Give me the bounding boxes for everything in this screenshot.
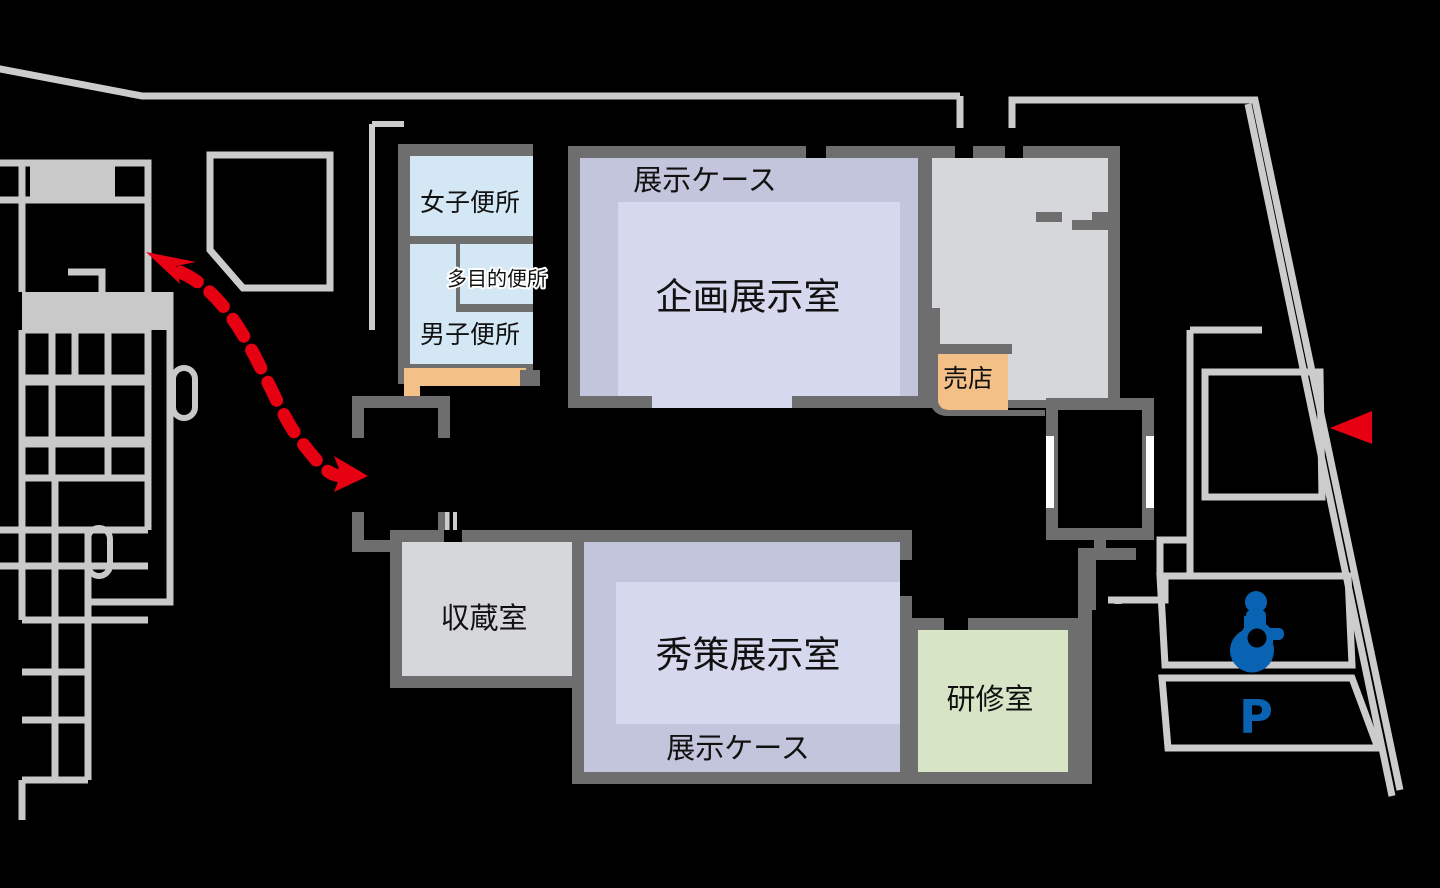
parking-letter: P [1239, 690, 1273, 744]
entrance-lobby [920, 146, 1120, 408]
training-label: 研修室 [946, 682, 1033, 716]
glass-door-west [1046, 436, 1054, 508]
dashed-route-arrow [146, 252, 368, 492]
restroom-block [398, 144, 540, 402]
special-exhibition-label: 企画展示室 [656, 276, 841, 319]
training-room [906, 618, 1080, 784]
parking-area [1156, 368, 1384, 752]
shop-label: 売店 [943, 364, 993, 393]
corridor-ramp-strip [404, 368, 526, 386]
wheelchair-icon [1230, 591, 1284, 673]
storage-fill [402, 542, 572, 676]
multipurpose-restroom-fill [460, 244, 533, 304]
west-building [0, 159, 198, 820]
storage-label: 収蔵室 [440, 601, 527, 635]
training-fill [918, 630, 1068, 772]
shusaku-exhibition-room [572, 530, 912, 784]
exterior-line-restroom-wing [369, 121, 404, 330]
mens-restroom-fill [410, 312, 533, 364]
shop-area [930, 344, 1045, 416]
stair-oval-lower [85, 525, 113, 579]
entrance-vestibule [1046, 398, 1154, 610]
shusaku-exhibition-label: 秀策展示室 [656, 634, 841, 677]
exterior-building-northwest [206, 151, 334, 292]
glass-door-east [1146, 436, 1154, 508]
shusaku-exhibition-fill [616, 582, 900, 724]
display-case-upper-label: 展示ケース [633, 163, 777, 197]
shop-outline [930, 348, 1045, 416]
womens-restroom-fill [410, 156, 533, 236]
display-case-lower-label: 展示ケース [666, 731, 810, 765]
route-arrowhead-west [146, 252, 196, 284]
womens-restroom-label: 女子便所 [420, 188, 520, 217]
special-exhibition-room [568, 146, 930, 408]
red-triangle-marker [1330, 411, 1372, 444]
multipurpose-restroom-label: 多目的便所 [447, 267, 547, 291]
east-wall-stub [1078, 548, 1136, 784]
stair-oval-upper [170, 365, 198, 421]
storage-room [390, 512, 576, 688]
mens-restroom-label: 男子便所 [420, 320, 520, 349]
special-exhibition-fill [618, 202, 900, 396]
route-arrowhead-east [334, 456, 368, 492]
shop-fill [934, 352, 1008, 410]
